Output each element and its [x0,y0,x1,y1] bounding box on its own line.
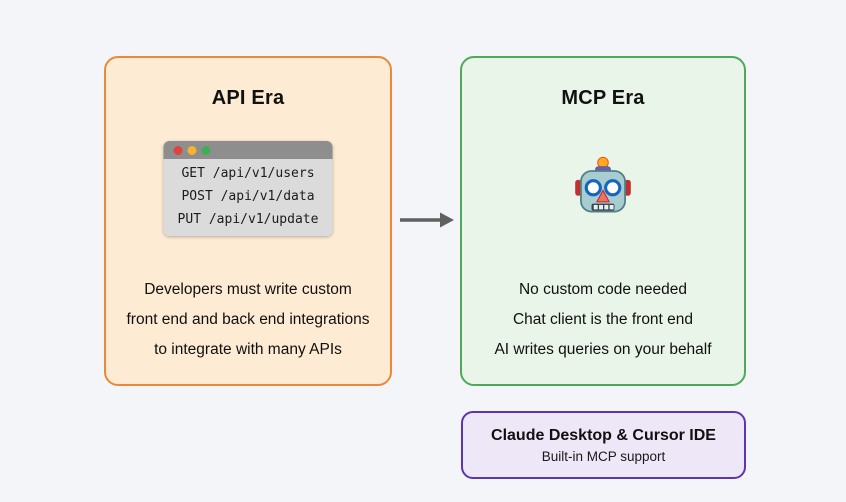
mcp-clients-box: Claude Desktop & Cursor IDE Built-in MCP… [461,411,746,479]
terminal-body: GET /api/v1/users POST /api/v1/data PUT … [163,159,333,236]
terminal-titlebar [163,141,333,159]
api-era-title: API Era [211,87,285,109]
api-endpoint-line: GET /api/v1/users [181,166,315,181]
description-line: Chat client is the front end [512,311,694,328]
api-endpoint-line: POST /api/v1/data [181,189,315,204]
window-zoom-dot-icon [201,145,211,155]
terminal-window: GET /api/v1/users POST /api/v1/data PUT … [163,141,333,236]
window-minimize-dot-icon [187,145,197,155]
window-close-dot-icon [173,145,183,155]
api-endpoint-line: PUT /api/v1/update [177,212,319,227]
clients-title: Claude Desktop & Cursor IDE [491,427,716,444]
mcp-era-panel: MCP Era [460,56,746,386]
description-line: No custom code needed [518,281,688,298]
mcp-era-title: MCP Era [561,87,645,109]
description-line: AI writes queries on your behalf [494,341,712,358]
api-era-description: Developers must write custom front end a… [106,275,390,365]
api-era-panel: API Era GET /api/v1/users POST /api/v1/d… [104,56,392,386]
description-line: front end and back end integrations [126,311,370,328]
mcp-era-description: No custom code needed Chat client is the… [462,275,744,365]
right-arrow-icon [398,207,456,233]
description-line: Developers must write custom [144,281,352,298]
description-line: to integrate with many APIs [154,341,342,358]
clients-subtitle: Built-in MCP support [541,449,666,464]
robot-icon [574,156,632,216]
